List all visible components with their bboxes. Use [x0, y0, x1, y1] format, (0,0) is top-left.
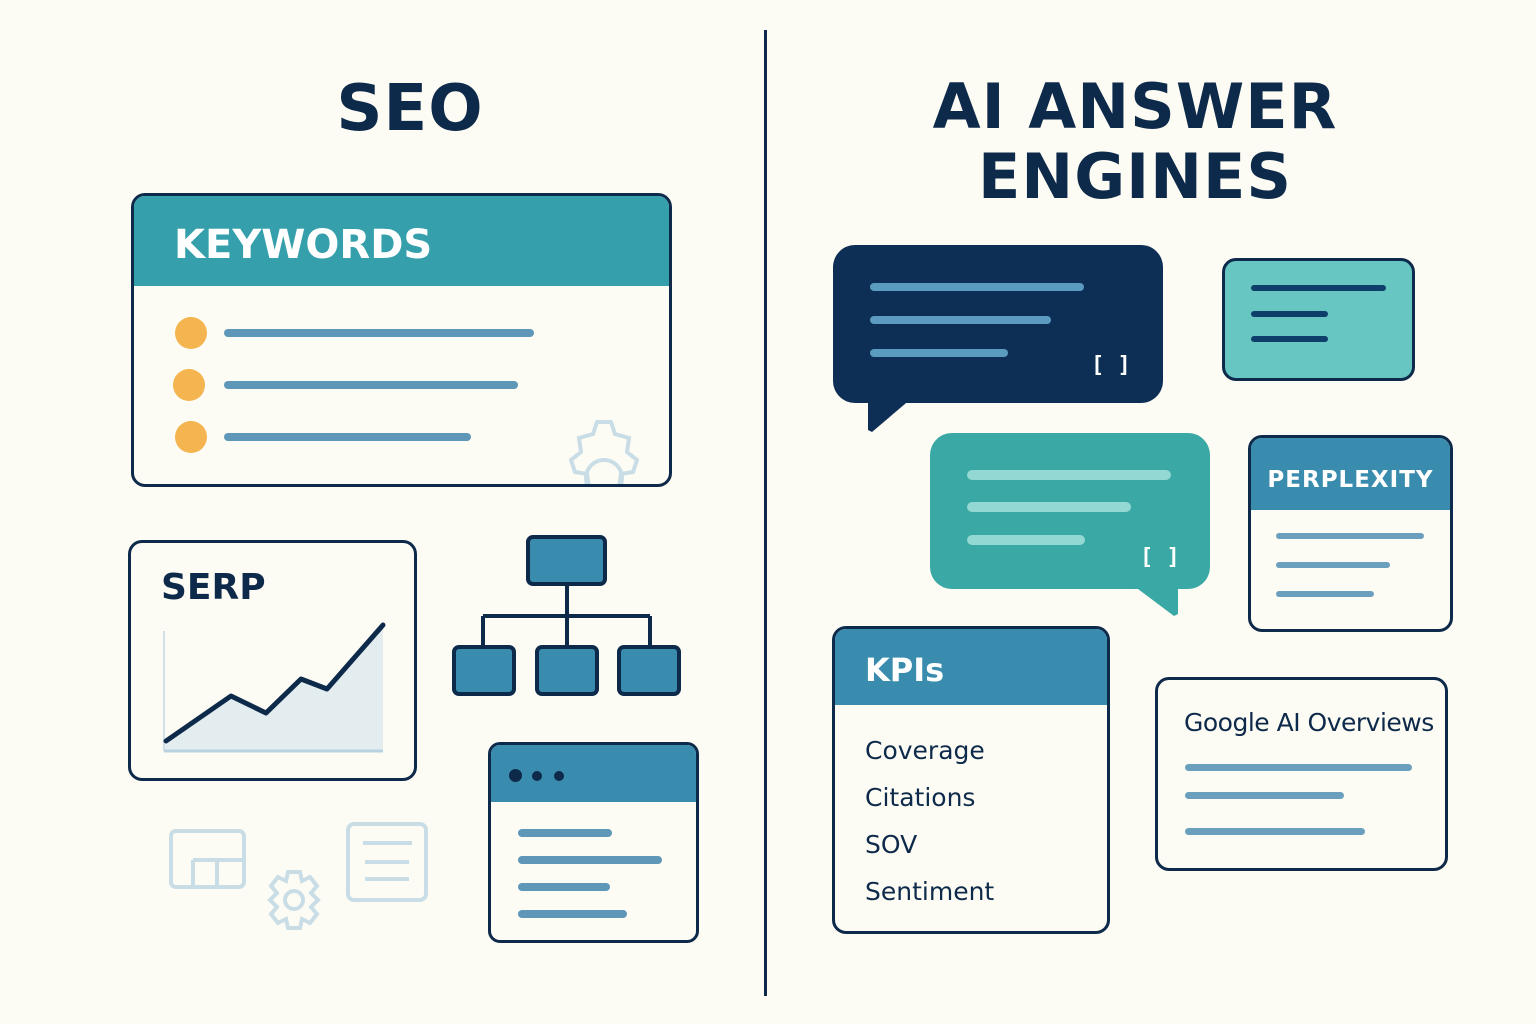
content-line — [1251, 285, 1386, 291]
keyword-line — [224, 329, 534, 337]
message-line — [870, 349, 1008, 357]
keyword-line — [224, 381, 518, 389]
content-line — [518, 856, 662, 864]
kpi-list: Coverage Citations SOV Sentiment — [835, 705, 1107, 915]
content-line — [1251, 336, 1328, 342]
google-ai-overviews-title: Google AI Overviews — [1184, 708, 1434, 737]
content-line — [1185, 764, 1412, 771]
message-line — [870, 283, 1084, 291]
serp-card: SERP — [128, 540, 417, 781]
message-line — [967, 535, 1085, 545]
perplexity-card: PERPLEXITY — [1248, 435, 1453, 632]
window-dot-icon — [554, 771, 564, 781]
content-line — [1185, 792, 1344, 799]
keyword-line — [224, 433, 471, 441]
bubble-tail — [1134, 586, 1178, 616]
perplexity-header: PERPLEXITY — [1251, 438, 1450, 510]
content-line — [1276, 562, 1390, 568]
serp-title: SERP — [161, 567, 266, 608]
perplexity-title: PERPLEXITY — [1267, 467, 1434, 493]
ai-engines-title-line2: ENGINES — [977, 140, 1293, 213]
content-line — [518, 829, 612, 837]
message-line — [967, 502, 1131, 512]
line-chart-icon — [163, 622, 386, 753]
browser-window-card — [488, 742, 699, 943]
window-dot-icon — [509, 769, 522, 782]
layout-icon — [169, 829, 246, 889]
content-line — [1185, 828, 1365, 835]
content-line — [1276, 591, 1374, 597]
browser-titlebar — [491, 745, 696, 802]
gear-icon — [267, 870, 321, 930]
center-divider — [764, 30, 767, 996]
kpi-item-sentiment: Sentiment — [865, 877, 995, 906]
google-ai-overviews-card: Google AI Overviews — [1155, 677, 1448, 871]
kpi-item-sov: SOV — [865, 830, 918, 859]
kpi-item-coverage: Coverage — [865, 736, 985, 765]
keywords-title: KEYWORDS — [174, 222, 433, 268]
keyword-bullet — [175, 317, 207, 349]
seo-title: SEO — [336, 72, 484, 146]
chat-bubble-dark: [ ] — [833, 245, 1163, 403]
gear-icon — [568, 420, 640, 484]
keywords-card: KEYWORDS — [131, 193, 672, 487]
keyword-bullet — [173, 369, 205, 401]
message-line — [967, 470, 1171, 480]
ai-engines-title: AI ANSWER ENGINES — [900, 72, 1370, 212]
ai-engines-title-line1: AI ANSWER — [932, 70, 1338, 143]
keyword-bullet — [175, 421, 207, 453]
chat-bubble-teal: [ ] — [930, 433, 1210, 589]
sitemap-icon — [452, 535, 681, 696]
kpis-header: KPIs — [835, 629, 1107, 705]
keywords-card-header: KEYWORDS — [134, 196, 669, 286]
kpis-card: KPIs Coverage Citations SOV Sentiment — [832, 626, 1110, 934]
bubble-tail — [868, 398, 912, 432]
citation-bracket-icon: [ ] — [1091, 353, 1131, 378]
answer-card-teal — [1222, 258, 1415, 381]
content-line — [1276, 533, 1424, 539]
content-line — [518, 910, 627, 918]
content-line — [518, 883, 610, 891]
citation-bracket-icon: [ ] — [1140, 545, 1180, 570]
kpis-title: KPIs — [865, 651, 945, 689]
document-icon — [346, 822, 428, 902]
kpi-item-citations: Citations — [865, 783, 976, 812]
content-line — [1251, 311, 1328, 317]
window-dot-icon — [532, 771, 542, 781]
message-line — [870, 316, 1051, 324]
